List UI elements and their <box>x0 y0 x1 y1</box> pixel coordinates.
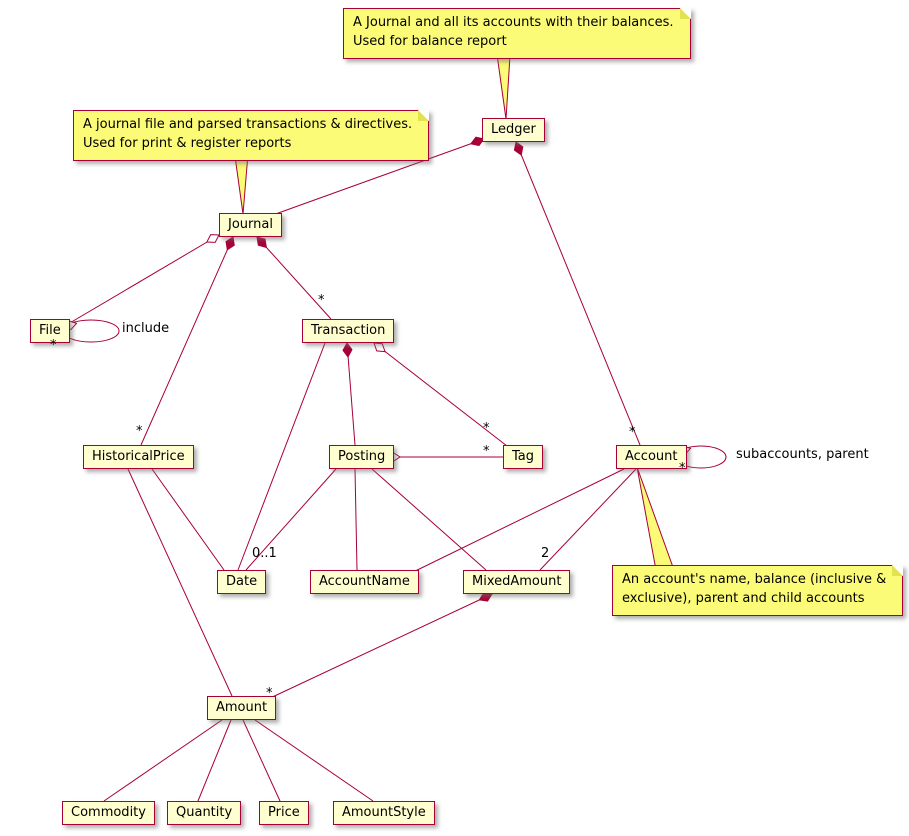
multiplicity-account-loop-star: * <box>679 461 686 476</box>
multiplicity-tag-star-posting: * <box>483 444 490 459</box>
edge-historicalprice-amount <box>127 468 233 697</box>
class-historicalprice: HistoricalPrice <box>83 445 194 469</box>
note-pointer-account <box>636 466 675 571</box>
edge-posting-accountname <box>354 468 358 571</box>
edge-transaction-tag <box>373 342 508 447</box>
note-ledger-line2: Used for balance report <box>353 33 507 49</box>
note-ledger-line1: A Journal and all its accounts with thei… <box>353 15 674 30</box>
edge-account-mixedamount <box>539 468 637 571</box>
edge-transaction-date <box>237 342 326 571</box>
multiplicity-file-star: * <box>50 338 57 353</box>
note-journal: A journal file and parsed transactions &… <box>73 110 430 161</box>
multiplicity-historicalprice-star: * <box>136 424 143 439</box>
composition-diamond-journal-historicalprice <box>225 236 235 251</box>
class-amount: Amount <box>207 696 277 720</box>
composition-diamond-ledger-account <box>513 141 524 156</box>
edge-mixedamount-amount <box>265 593 493 701</box>
edge-ledger-account <box>515 141 641 446</box>
class-commodity: Commodity <box>62 801 155 825</box>
multiplicity-date-zero-or-one: 0..1 <box>252 546 277 561</box>
class-account: Account <box>616 445 687 469</box>
class-posting: Posting <box>329 445 395 469</box>
edge-posting-mixedamount <box>371 468 487 571</box>
note-account-line2: exclusive), parent and child accounts <box>622 590 865 606</box>
note-ledger: A Journal and all its accounts with thei… <box>343 8 691 59</box>
class-tag: Tag <box>503 445 544 469</box>
composition-diamond-journal-transaction <box>256 236 267 249</box>
note-account-line1: An account's name, balance (inclusive & <box>622 572 887 587</box>
edge-amount-commodity <box>103 719 223 802</box>
edge-account-accountname <box>402 468 625 578</box>
edge-historicalprice-date <box>151 468 225 571</box>
edge-amount-amountstyle <box>254 719 374 802</box>
class-quantity: Quantity <box>167 801 242 825</box>
role-label-include: include <box>122 321 170 336</box>
edge-journal-historicalprice <box>140 236 234 446</box>
edge-journal-transaction <box>256 236 332 320</box>
aggregation-diamond-transaction-tag <box>373 342 386 353</box>
class-transaction: Transaction <box>302 319 395 343</box>
note-journal-line2: Used for print & register reports <box>83 135 292 151</box>
aggregation-diamond-journal-file <box>206 234 220 243</box>
composition-diamond-transaction-posting <box>342 342 353 358</box>
note-account: An account's name, balance (inclusive & … <box>612 565 904 616</box>
class-amountstyle: AmountStyle <box>333 801 435 825</box>
note-journal-line1: A journal file and parsed transactions &… <box>83 117 413 132</box>
edge-amount-quantity <box>197 719 232 802</box>
class-ledger: Ledger <box>482 118 545 142</box>
class-date: Date <box>217 570 267 594</box>
edge-transaction-posting <box>346 342 356 446</box>
edge-posting-date <box>245 468 337 571</box>
edge-ledger-journal <box>269 138 485 217</box>
class-file: File <box>30 319 70 343</box>
class-price: Price <box>259 801 309 825</box>
class-accountname: AccountName <box>310 570 419 594</box>
edge-amount-price <box>242 719 281 802</box>
multiplicity-amount-star: * <box>266 686 273 701</box>
edge-journal-file <box>62 234 220 328</box>
role-label-subaccounts-parent: subaccounts, parent <box>736 447 869 462</box>
multiplicity-tag-star-transaction: * <box>483 421 490 436</box>
composition-diamond-ledger-journal <box>469 136 485 147</box>
multiplicity-mixedamount-two: 2 <box>541 546 550 561</box>
multiplicity-account-star: * <box>629 425 636 440</box>
class-mixedamount: MixedAmount <box>463 570 571 594</box>
class-journal: Journal <box>219 213 282 237</box>
multiplicity-transaction-star: * <box>318 293 325 308</box>
